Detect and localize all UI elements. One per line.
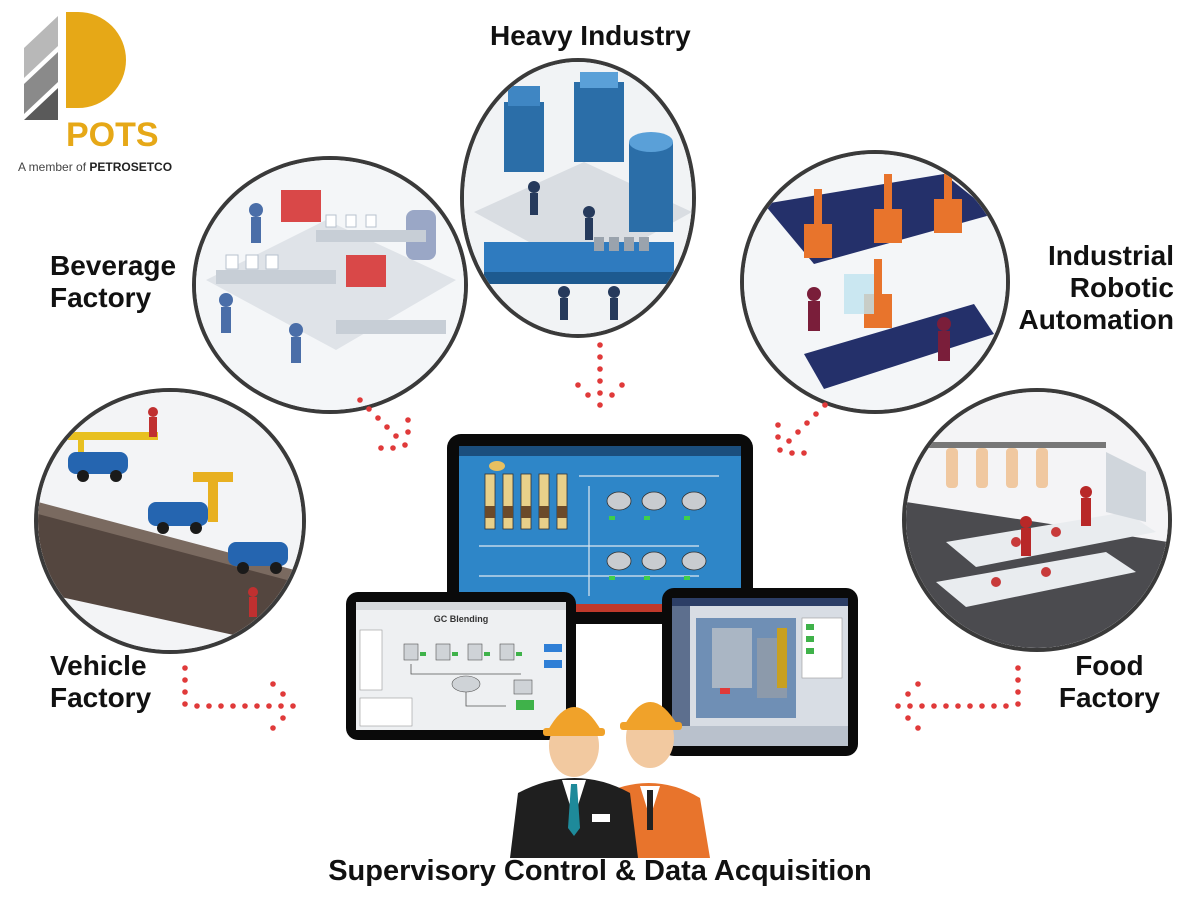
scada-tablet-right: [662, 588, 858, 756]
label-vehicle-line-1: Vehicle: [50, 650, 147, 681]
label-robotic-line-3: Automation: [1018, 304, 1174, 335]
scada-screen-right: [672, 598, 848, 746]
heavy-industry-illustration: [464, 62, 692, 334]
machine-control-diagram: [672, 598, 848, 746]
caption-scada: Supervisory Control & Data Acquisition: [328, 855, 872, 887]
circle-industrial-robotic-automation: [740, 150, 1010, 414]
beverage-factory-illustration: [196, 160, 464, 410]
label-food-line-1: Food: [1075, 650, 1144, 681]
logo-mark-icon: [24, 12, 126, 120]
label-beverage-line-2: Factory: [50, 282, 152, 313]
arrow-from-beverage: [357, 397, 411, 451]
label-vehicle-line-2: Factory: [50, 682, 152, 713]
label-beverage-factory: Beverage Factory: [50, 250, 176, 314]
label-heavy-industry: Heavy Industry: [490, 20, 691, 51]
logo-tagline-prefix: A member of: [18, 160, 90, 174]
label-vehicle-factory: Vehicle Factory: [50, 650, 151, 714]
engineers-illustration: [510, 702, 710, 858]
logo-brand: POTS: [66, 116, 159, 154]
circle-vehicle-factory: [34, 388, 306, 654]
screen-title: GC Blending: [433, 614, 489, 624]
arrow-from-heavy-industry: [575, 342, 625, 408]
circle-beverage-factory: [192, 156, 468, 414]
logo-tagline-company: PETROSETCO: [89, 160, 173, 174]
company-logo: POTS A member of PETROSETCO: [18, 8, 172, 178]
label-food-line-2: Factory: [1058, 682, 1160, 713]
blending-process-diagram: [356, 602, 566, 727]
scada-process-diagram: [459, 446, 741, 612]
arrow-from-vehicle: [182, 665, 296, 731]
vehicle-factory-illustration: [38, 392, 302, 650]
robotic-automation-illustration: [744, 154, 1006, 410]
label-robotic-line-2: Robotic: [1069, 272, 1174, 303]
arrow-from-food: [895, 665, 1021, 731]
label-beverage-line-1: Beverage: [50, 250, 177, 281]
circle-heavy-industry: [460, 58, 696, 338]
food-factory-illustration: [906, 392, 1168, 648]
label-robotic-line-1: Industrial: [1047, 240, 1174, 271]
circle-food-factory: [902, 388, 1172, 652]
arrow-from-robotic: [775, 402, 828, 456]
label-industrial-robotic-automation: Industrial Robotic Automation: [1018, 240, 1174, 336]
scada-screen-left: GC Blending: [356, 602, 566, 730]
logo-tagline: A member of PETROSETCO: [18, 160, 172, 174]
engineer-black: [510, 707, 638, 858]
scada-tablet-left: GC Blending: [346, 592, 576, 740]
label-food-factory: Food Factory: [1059, 650, 1160, 714]
scada-screen-main: [459, 446, 741, 612]
